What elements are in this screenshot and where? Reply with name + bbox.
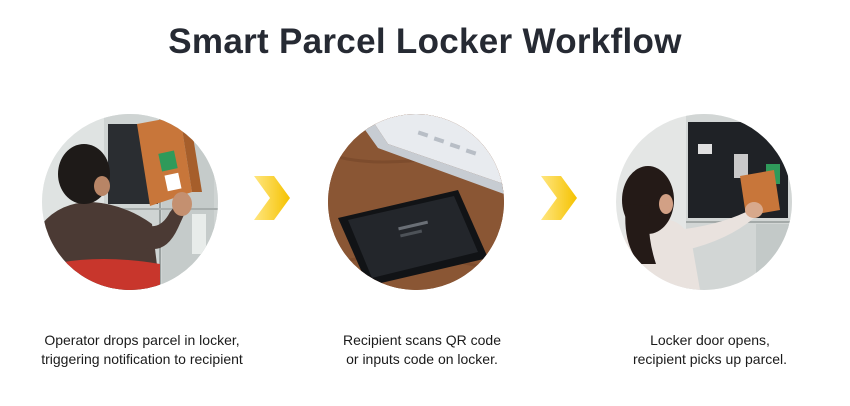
page-title: Smart Parcel Locker Workflow bbox=[168, 22, 682, 61]
chevron-right-icon bbox=[541, 176, 577, 220]
step-arrow-2 bbox=[539, 174, 579, 222]
step-3-caption-line-1: Locker door opens, bbox=[650, 332, 770, 348]
step-1-image bbox=[42, 114, 218, 290]
step-arrow-1 bbox=[252, 174, 292, 222]
step-2-caption: Recipient scans QR code or inputs code o… bbox=[292, 331, 552, 369]
step-3-caption: Locker door opens, recipient picks up pa… bbox=[580, 331, 840, 369]
step-1-caption-line-1: Operator drops parcel in locker, bbox=[44, 332, 240, 348]
recipient-pickup-photo-icon bbox=[616, 114, 792, 290]
step-3-image bbox=[616, 114, 792, 290]
operator-locker-photo-icon bbox=[42, 114, 218, 290]
step-3-caption-line-2: recipient picks up parcel. bbox=[632, 351, 788, 367]
step-1-caption-line-2: triggering notification to recipient bbox=[41, 351, 243, 367]
chevron-right-icon bbox=[254, 176, 290, 220]
step-2-caption-line-1: Recipient scans QR code bbox=[343, 332, 501, 348]
step-2-caption-line-2: or inputs code on locker. bbox=[346, 351, 498, 367]
step-1-caption: Operator drops parcel in locker, trigger… bbox=[12, 331, 272, 369]
step-2-image bbox=[328, 114, 504, 290]
smartphone-desk-photo-icon bbox=[328, 114, 504, 290]
